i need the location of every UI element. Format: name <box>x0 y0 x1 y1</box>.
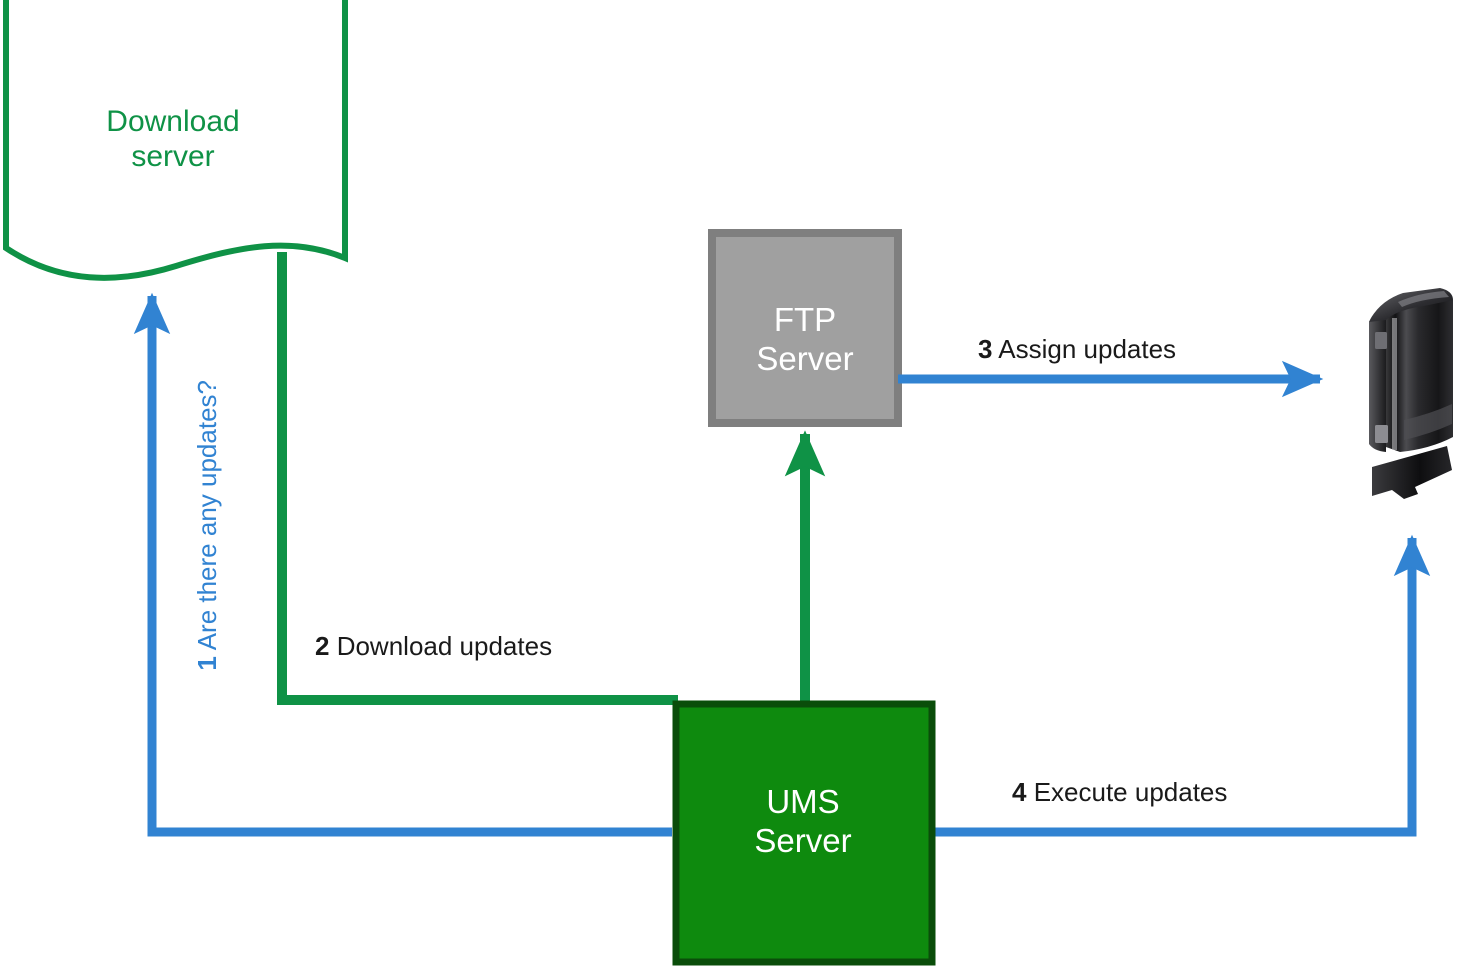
node-ums-server[interactable] <box>672 700 936 966</box>
edge-step-4[interactable] <box>934 534 1431 837</box>
edge-text-step-1: Are there any updates? <box>192 380 222 657</box>
node-thin-client[interactable] <box>1369 288 1453 499</box>
edge-label-step-4: 4 Execute updates <box>1012 777 1227 808</box>
edge-step-2[interactable] <box>277 252 678 705</box>
edge-number-step-4: 4 <box>1012 777 1027 807</box>
edge-step-2-line <box>277 252 678 705</box>
edge-step-1[interactable] <box>133 292 672 837</box>
download-server-shape <box>3 0 348 281</box>
edge-text-step-4: Execute updates <box>1026 777 1228 807</box>
node-ftp-server[interactable] <box>708 229 902 427</box>
edge-step-4-line <box>934 534 1431 837</box>
edge-label-step-1: 1 Are there any updates? <box>192 380 223 671</box>
edge-text-step-3: Assign updates <box>992 334 1177 364</box>
ums-server-box <box>672 700 936 966</box>
node-download-server[interactable] <box>3 0 348 281</box>
edge-text-step-2: Download updates <box>329 631 553 661</box>
edge-label-step-2: 2 Download updates <box>315 631 552 662</box>
edge-number-step-1: 1 <box>192 656 222 671</box>
ftp-server-box <box>708 229 902 427</box>
edge-step-1-line <box>133 292 672 837</box>
edge-number-step-3: 3 <box>978 334 993 364</box>
thin-client-icon <box>1369 288 1453 499</box>
edge-number-step-2: 2 <box>315 631 330 661</box>
edge-label-step-3: 3 Assign updates <box>978 334 1176 365</box>
